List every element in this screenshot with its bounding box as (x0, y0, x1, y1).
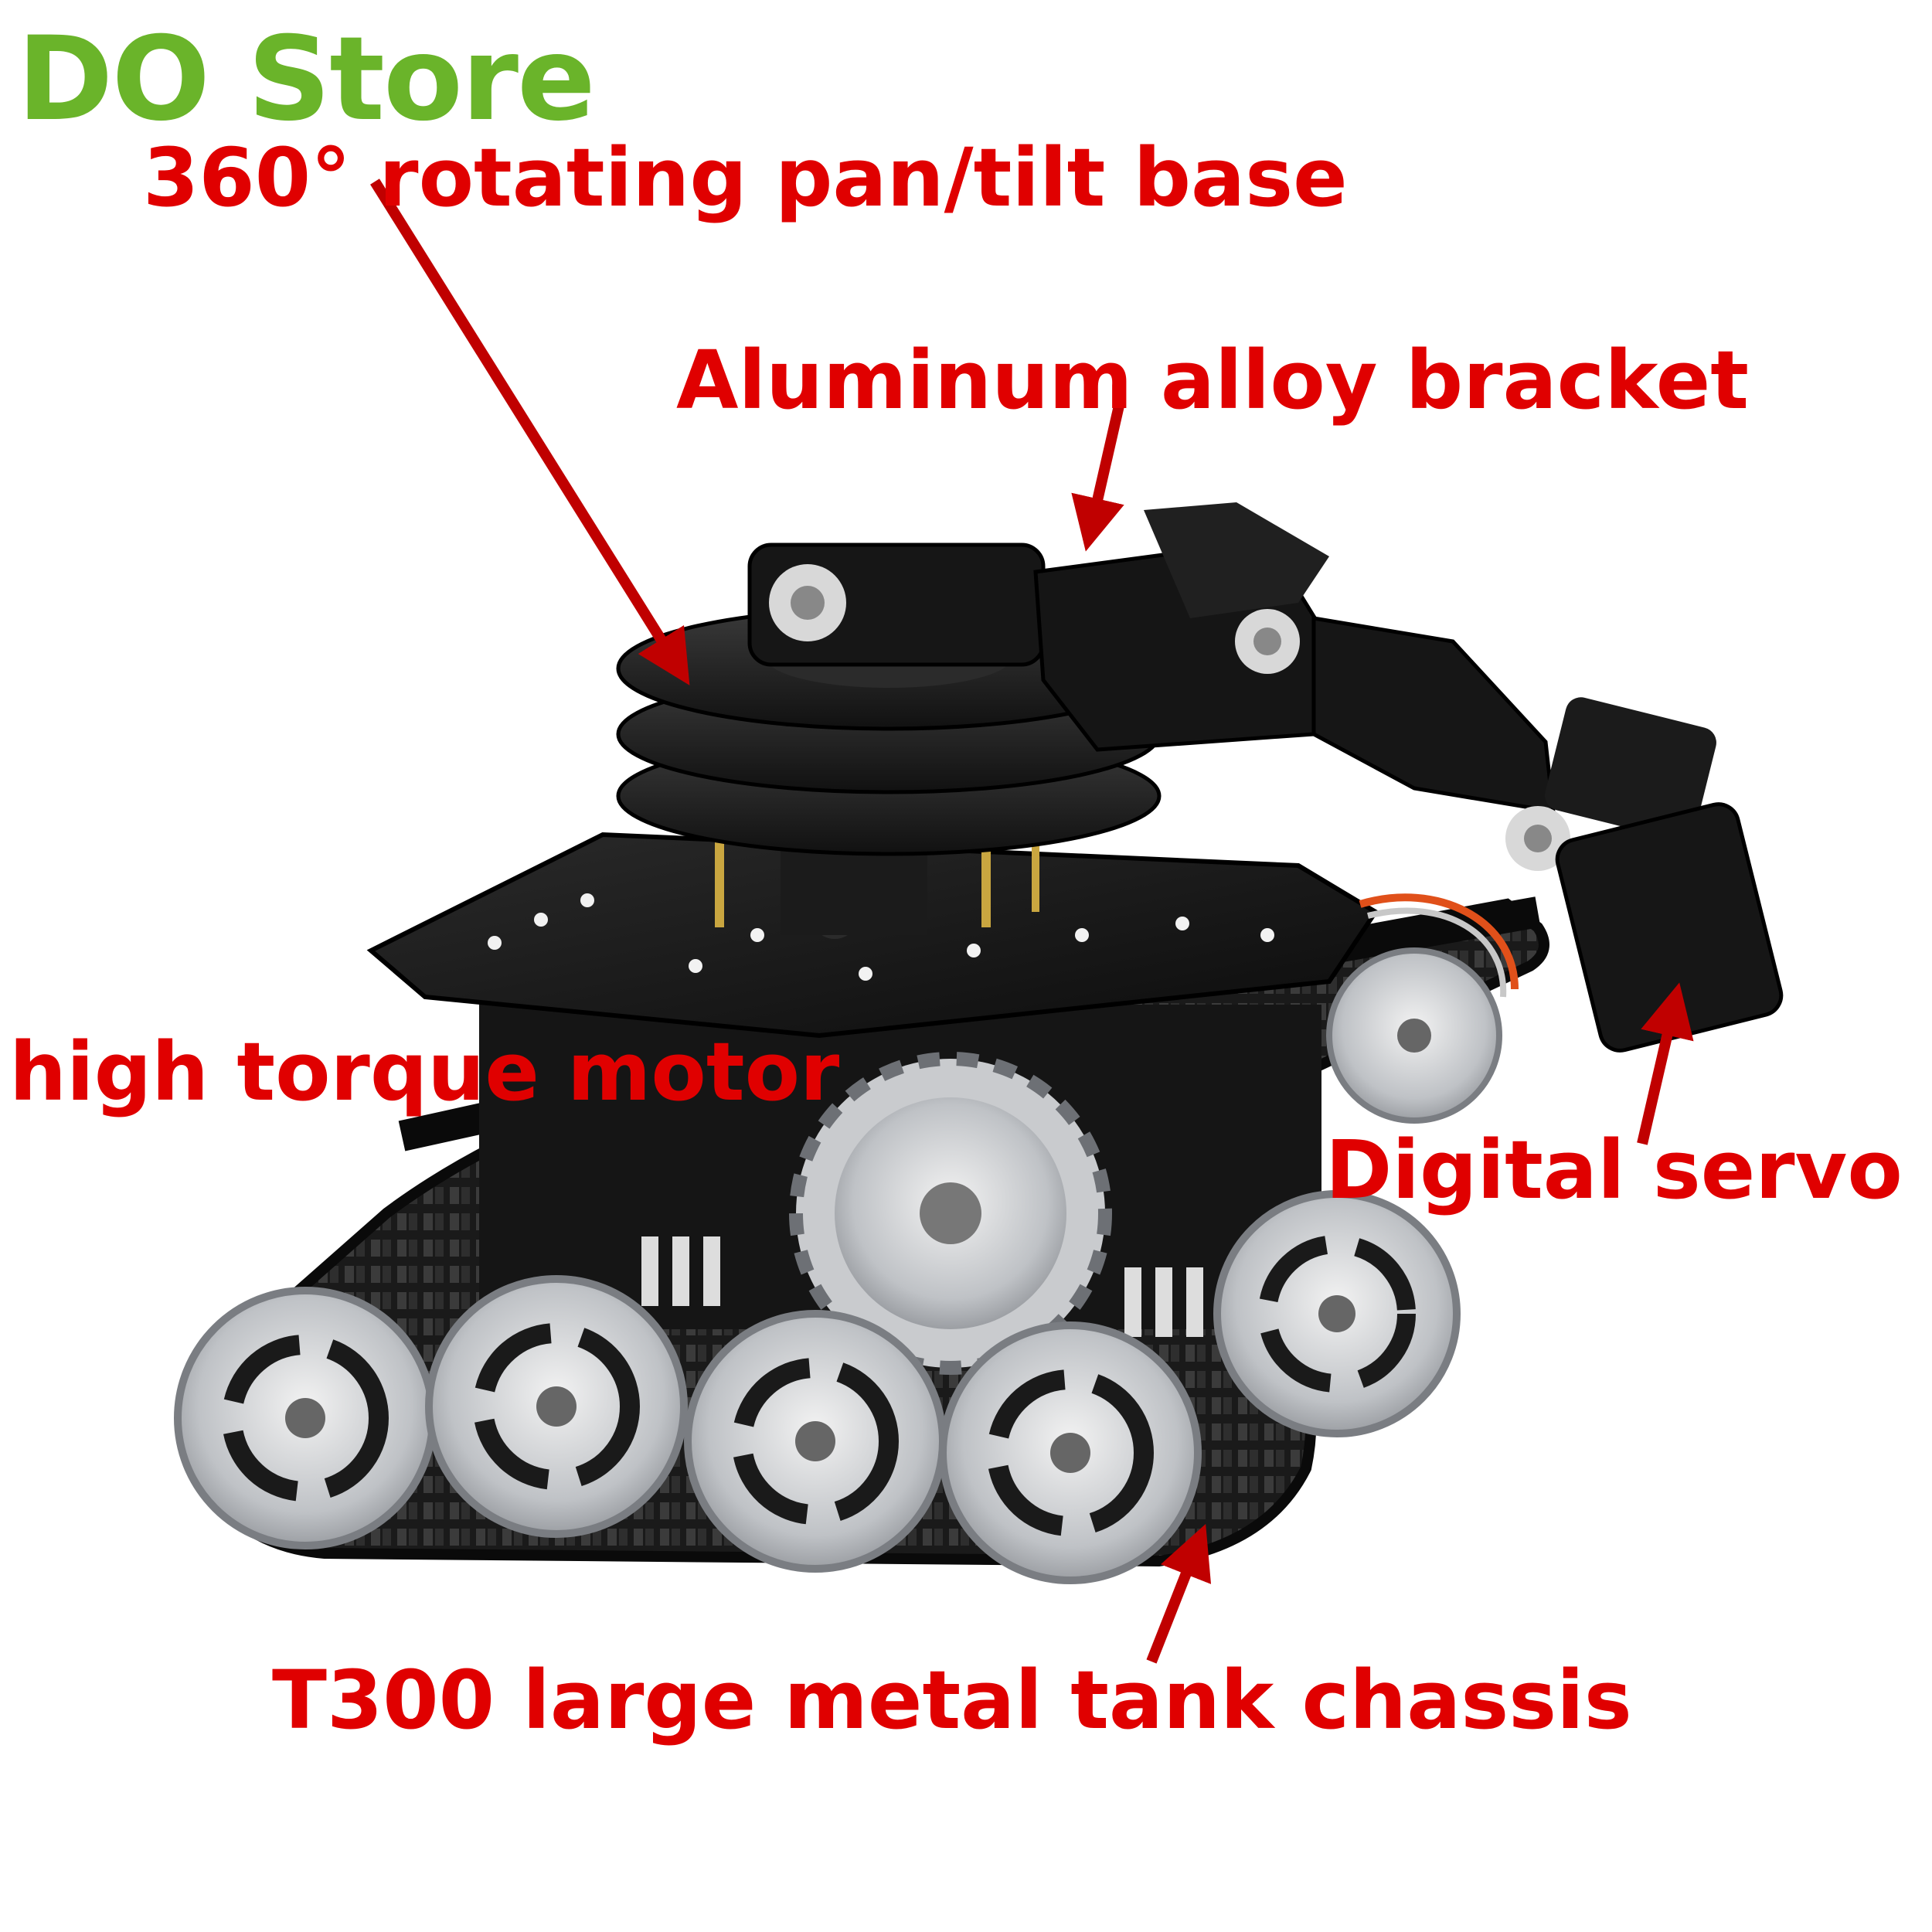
robot-arm (747, 502, 1784, 1053)
motor-label: high torque motor (9, 1025, 840, 1119)
pan-tilt-label: 360° rotating pan/tilt base (143, 131, 1348, 225)
idler-wheel (1326, 947, 1502, 1124)
drive-sprocket (789, 1052, 1112, 1375)
road-wheel (174, 1287, 437, 1549)
road-wheel (939, 1321, 1202, 1584)
servo-arrow (1637, 982, 1694, 1145)
store-brand: DO Store (17, 12, 596, 147)
road-wheel (1213, 1190, 1461, 1437)
road-wheel (684, 1310, 947, 1573)
bracket-arrow (1071, 404, 1124, 552)
pan-tilt-arrow (370, 179, 690, 685)
chassis-label: T300 large metal tank chassis (272, 1653, 1632, 1747)
annotation-arrows (370, 179, 1694, 1664)
road-wheel (425, 1275, 688, 1538)
bracket-label: Aluminum alloy bracket (676, 333, 1749, 427)
chassis-arrow (1146, 1523, 1212, 1664)
road-wheels (174, 947, 1502, 1584)
servo-label: Digital servo (1325, 1123, 1903, 1217)
rotating-base (616, 606, 1162, 935)
